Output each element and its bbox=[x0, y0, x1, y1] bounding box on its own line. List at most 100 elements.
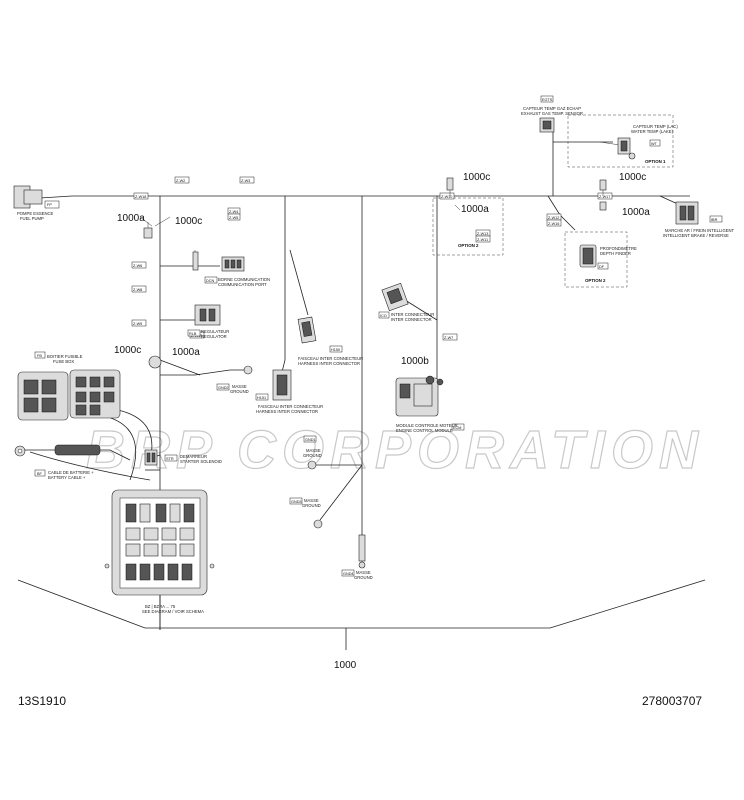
battery-cable-label-fr: CABLE DE BATTERIE + bbox=[48, 470, 94, 475]
ref-1000c-mid: 1000c bbox=[463, 172, 490, 183]
wire-tag: Z-W17 bbox=[599, 195, 610, 199]
wire-tag: Z-W8 bbox=[133, 288, 142, 292]
footer-left-code: 13S1910 bbox=[18, 694, 66, 708]
comm-port-tag: DCN bbox=[206, 279, 214, 283]
harness-a-label-fr: FAISCEAU INTER CONNECTEUR bbox=[298, 356, 363, 361]
ecm-tag: ECM bbox=[453, 426, 461, 430]
wire-tag: Z-W2 bbox=[176, 179, 185, 183]
depth-finder: PROFONDIMETRE DEPTH FINDER DF OPTION 2 bbox=[579, 244, 637, 283]
ground1-tag: GND2 bbox=[218, 386, 229, 390]
ground3-label-fr: MASSE bbox=[304, 498, 319, 503]
ground-terminal-4: GND4 MASSE GROUND bbox=[341, 534, 373, 580]
ref-1000a-left: 1000a bbox=[172, 347, 200, 358]
ibr-label-fr: MARCHE AR / FREIN INTELLIGENT bbox=[665, 228, 735, 233]
option1-label: OPTION 1 bbox=[645, 159, 666, 164]
ground4-tag: GND4 bbox=[343, 572, 354, 576]
harness-b-tag: H151 bbox=[257, 396, 266, 400]
wire-tag: Z-W16 bbox=[548, 222, 559, 226]
watermark: BRP CORPORATION bbox=[86, 420, 704, 480]
fuel-pump-label-en: FUEL PUMP bbox=[20, 216, 44, 221]
harness-connector-b: H151 FAISCEAU INTER CONNECTEUR HARNESS I… bbox=[255, 369, 323, 414]
comm-port-label-fr: BORNE COMMUNICATION bbox=[218, 277, 270, 282]
fuel-pump: FP POMPE ESSENCE FUEL PUMP bbox=[13, 185, 60, 221]
depth-finder-label-en: DEPTH FINDER bbox=[600, 251, 631, 256]
inter-conn-label-en: INTER CONNECTOR bbox=[391, 317, 432, 322]
ground1-label-fr: MASSE bbox=[232, 384, 247, 389]
ref-1000c-left: 1000c bbox=[114, 345, 141, 356]
fuse-box-label-en: FUSE BOX bbox=[53, 359, 74, 364]
water-temp-label-fr: CAPTEUR TEMP (LAC) bbox=[633, 124, 678, 129]
middle-sensor: 1000c 1000a OPTION 2 bbox=[446, 172, 490, 248]
ref-1000-main: 1000 bbox=[334, 660, 357, 671]
top-left-sensor: 1000a 1000c bbox=[117, 213, 202, 239]
regulator: RLB REGULATEUR REGULATOR bbox=[187, 304, 229, 339]
fuse-box-tag: FB bbox=[37, 354, 42, 358]
right-sensor: 1000c 1000a bbox=[599, 172, 650, 218]
fuse-panel-label-1: BZ | BZRA ... 75 bbox=[145, 604, 176, 609]
option2-left-label: OPTION 2 bbox=[458, 243, 479, 248]
starter-label-en: STARTER SOLENOID bbox=[180, 459, 222, 464]
communication-port: DCN BORNE COMMUNICATION COMMUNICATION PO… bbox=[192, 250, 270, 287]
ground4-label-fr: MASSE bbox=[356, 570, 371, 575]
wire-tag: Z-W4 bbox=[229, 210, 238, 214]
regulator-tag: RLB bbox=[189, 332, 197, 336]
option2-right-label: OPTION 2 bbox=[585, 278, 606, 283]
ground4-label-en: GROUND bbox=[354, 575, 373, 580]
regulator-label-fr: REGULATEUR bbox=[201, 329, 229, 334]
ref-1000c-top: 1000c bbox=[175, 216, 202, 227]
egts-label-fr: CAPTEUR TEMP GAZ ECHAP bbox=[523, 106, 581, 111]
starter-tag: STR bbox=[166, 457, 174, 461]
intelligent-brake-reverse: IBR MARCHE AR / FREIN INTELLIGENT INTELL… bbox=[663, 201, 735, 238]
ground-terminal-2: GND1 MASSE GROUND bbox=[303, 435, 322, 470]
ground3-tag: GND3 bbox=[291, 500, 302, 504]
wire-tag: Z-W3 bbox=[241, 179, 250, 183]
ground3-label-en: GROUND bbox=[302, 503, 321, 508]
egts-label-en: EXHAUST GAS TEMP. SENSOR bbox=[521, 111, 583, 116]
harness-a-tag: H150 bbox=[331, 348, 340, 352]
ref-1000a-mid: 1000a bbox=[461, 204, 489, 215]
starter-solenoid: STR DEMARREUR STARTER SOLENOID bbox=[144, 449, 222, 466]
wire-tag: Z-W12 bbox=[548, 216, 559, 220]
fuse-box: FB BOITIER FUSIBLE FUSE BOX bbox=[17, 351, 121, 421]
fuel-pump-tag: FP bbox=[47, 203, 52, 207]
left-sensor-pair: 1000c 1000a bbox=[114, 345, 200, 369]
regulator-label-en: REGULATOR bbox=[201, 334, 227, 339]
battery-cable-tag: BF bbox=[37, 472, 43, 476]
engine-control-module: 1000b ECM MODULE CONTROLE MOTEUR ENGINE … bbox=[395, 356, 465, 433]
depth-finder-label-fr: PROFONDIMETRE bbox=[600, 246, 637, 251]
wire-tag: Z-W5 bbox=[229, 216, 238, 220]
ground-terminal-1: GND2 MASSE GROUND bbox=[216, 365, 253, 394]
wire-tag: Z-W10 bbox=[441, 195, 452, 199]
depth-finder-tag: DF bbox=[599, 265, 605, 269]
ecm-label-fr: MODULE CONTROLE MOTEUR bbox=[396, 423, 458, 428]
starter-label-fr: DEMARREUR bbox=[180, 454, 207, 459]
ibr-tag: IBR bbox=[711, 218, 718, 222]
battery-cable: BF CABLE DE BATTERIE + BATTERY CABLE + bbox=[14, 444, 101, 480]
ref-1000b: 1000b bbox=[401, 356, 429, 367]
ground2-label-fr: MASSE bbox=[306, 448, 321, 453]
battery-cable-label-en: BATTERY CABLE + bbox=[48, 475, 86, 480]
ref-1000a-right: 1000a bbox=[622, 207, 650, 218]
egts-tag: EGTS bbox=[542, 98, 553, 102]
wire-tag: Z-W13 bbox=[477, 232, 488, 236]
fuel-pump-label-fr: POMPE ESSENCE bbox=[17, 211, 54, 216]
water-temp-tag: WT bbox=[651, 142, 658, 146]
wire-tag: Z-W6 bbox=[133, 264, 142, 268]
option-boxes bbox=[432, 114, 674, 288]
ground-terminal-3: GND3 MASSE GROUND bbox=[289, 497, 323, 529]
ibr-label-en: INTELLIGENT BRAKE / REVERSE bbox=[663, 233, 729, 238]
comm-port-label-en: COMMUNICATION PORT bbox=[218, 282, 267, 287]
wire-tag: Z-W7 bbox=[444, 336, 453, 340]
fuse-panel: BZ | BZRA ... 75 SEE DIAGRAM / VOIR SCHE… bbox=[104, 489, 215, 614]
ecm-label-en: ENGINE CONTROL MODULE bbox=[396, 428, 453, 433]
harness-b-label-en: HARNESS INTER CONNECTOR bbox=[256, 409, 318, 414]
wire-tag: Z-W11 bbox=[477, 238, 488, 242]
ref-1000a-top: 1000a bbox=[117, 213, 145, 224]
harness-a-label-en: HARNESS INTER CONNECTOR bbox=[298, 361, 360, 366]
inter-conn-tag: ICO bbox=[380, 314, 387, 318]
fuse-box-label-fr: BOITIER FUSIBLE bbox=[47, 354, 83, 359]
wire-tag: Z-W18 bbox=[135, 195, 146, 199]
inter-conn-label-fr: INTER CONNECTEUR bbox=[391, 312, 434, 317]
fuse-panel-label-2: SEE DIAGRAM / VOIR SCHEMA bbox=[142, 609, 204, 614]
